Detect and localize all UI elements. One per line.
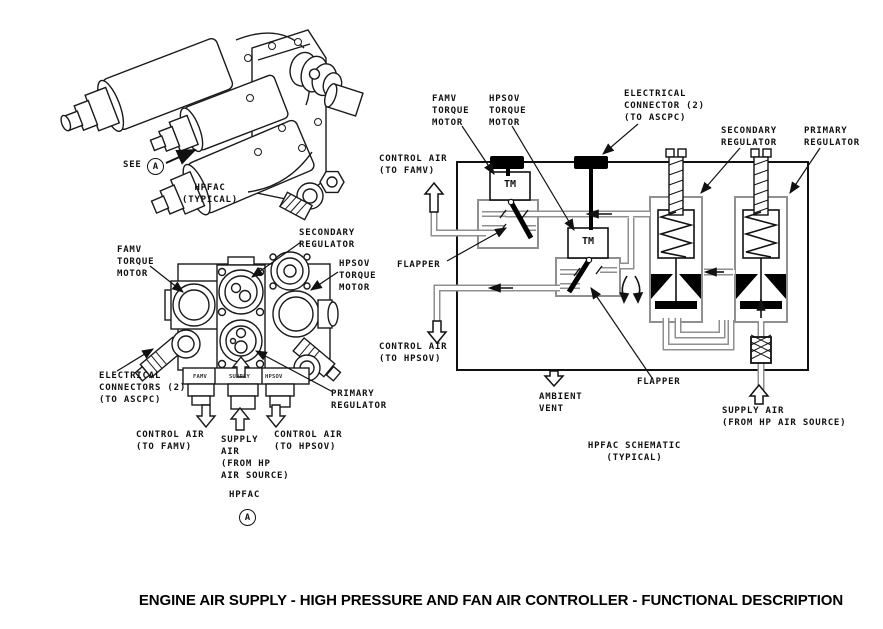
iso-cylinder-mid bbox=[149, 74, 289, 153]
fv-elec-conn-label: ELECTRICAL CONNECTORS (2) (TO ASCPC) bbox=[99, 371, 187, 405]
page-title: ENGINE AIR SUPPLY - HIGH PRESSURE AND FA… bbox=[138, 592, 844, 609]
see-arrow bbox=[165, 149, 197, 165]
control-air-hpsov-arrow bbox=[426, 320, 448, 345]
detail-a-circle-front: A bbox=[239, 509, 256, 526]
regulator-screws bbox=[665, 148, 772, 216]
fv-primary-reg-label: PRIMARY REGULATOR bbox=[331, 389, 387, 411]
fv-famv-tm-label: FAMV TORQUE MOTOR bbox=[117, 245, 155, 279]
front-hpsov-out-arrow bbox=[265, 404, 287, 429]
supply-air-arrow bbox=[748, 383, 770, 405]
ambient-vent-arrow bbox=[543, 370, 565, 388]
sch-control-air-famv-label: CONTROL AIR (TO FAMV) bbox=[379, 154, 448, 176]
iso-caption: HPFAC (TYPICAL) bbox=[182, 183, 238, 205]
supply-filter bbox=[750, 334, 772, 364]
sch-tm-famv: TM bbox=[503, 179, 517, 190]
detail-a-circle-iso: A bbox=[147, 158, 164, 175]
iso-cylinder-top bbox=[60, 37, 234, 132]
schematic-open-arrows bbox=[423, 181, 770, 405]
fv-control-air-hpsov-label: CONTROL AIR (TO HPSOV) bbox=[274, 430, 343, 452]
iso-cylinder-low bbox=[150, 119, 315, 216]
sch-caption: HPFAC SCHEMATIC (TYPICAL) bbox=[587, 441, 682, 463]
front-supply-in-arrow bbox=[229, 406, 251, 431]
control-air-famv-arrow bbox=[423, 181, 445, 213]
front-supply-inner-arrow bbox=[231, 355, 251, 378]
iso-drawing bbox=[60, 29, 364, 221]
iso-bolts bbox=[244, 38, 322, 156]
fv-port-hpsov: HPSOV bbox=[265, 374, 283, 380]
sch-secondary-reg-label: SECONDARY REGULATOR bbox=[721, 126, 777, 148]
electrical-connectors bbox=[490, 156, 608, 230]
fv-secondary-reg-label: SECONDARY REGULATOR bbox=[299, 228, 355, 250]
sch-hpsov-tm-label: HPSOV TORQUE MOTOR bbox=[489, 94, 527, 128]
front-famv-out-arrow bbox=[195, 404, 217, 429]
fv-port-supply: SUPPLY bbox=[229, 374, 251, 380]
fv-hpsov-tm-label: HPSOV TORQUE MOTOR bbox=[339, 259, 377, 293]
leader-lines bbox=[116, 123, 821, 393]
sch-ambient-vent-label: AMBIENT VENT bbox=[539, 392, 583, 414]
pipes bbox=[430, 206, 765, 391]
schematic-drawing bbox=[423, 148, 809, 405]
fv-supply-air-label: SUPPLY AIR (FROM HP AIR SOURCE) bbox=[221, 435, 290, 481]
sch-flapper-right-label: FLAPPER bbox=[637, 377, 681, 387]
sch-control-air-hpsov-label: CONTROL AIR (TO HPSOV) bbox=[379, 342, 448, 364]
fv-caption: HPFAC bbox=[229, 490, 261, 500]
flow-arrows bbox=[487, 209, 766, 318]
famv-chamber bbox=[477, 199, 539, 249]
fv-port-famv: FAMV bbox=[193, 374, 208, 380]
sch-elec-conn-label: ELECTRICAL CONNECTOR (2) (TO ASCPC) bbox=[624, 89, 705, 123]
hpsov-chamber bbox=[555, 257, 621, 297]
see-label: SEE bbox=[123, 160, 142, 170]
sch-primary-reg-label: PRIMARY REGULATOR bbox=[804, 126, 860, 148]
fv-control-air-famv-label: CONTROL AIR (TO FAMV) bbox=[136, 430, 205, 452]
sch-supply-air-label: SUPPLY AIR (FROM HP AIR SOURCE) bbox=[722, 406, 847, 428]
sch-tm-hpsov: TM bbox=[581, 236, 595, 247]
sch-famv-tm-label: FAMV TORQUE MOTOR bbox=[432, 94, 470, 128]
sch-flapper-left-label: FLAPPER bbox=[397, 260, 441, 270]
flappers bbox=[507, 198, 593, 294]
